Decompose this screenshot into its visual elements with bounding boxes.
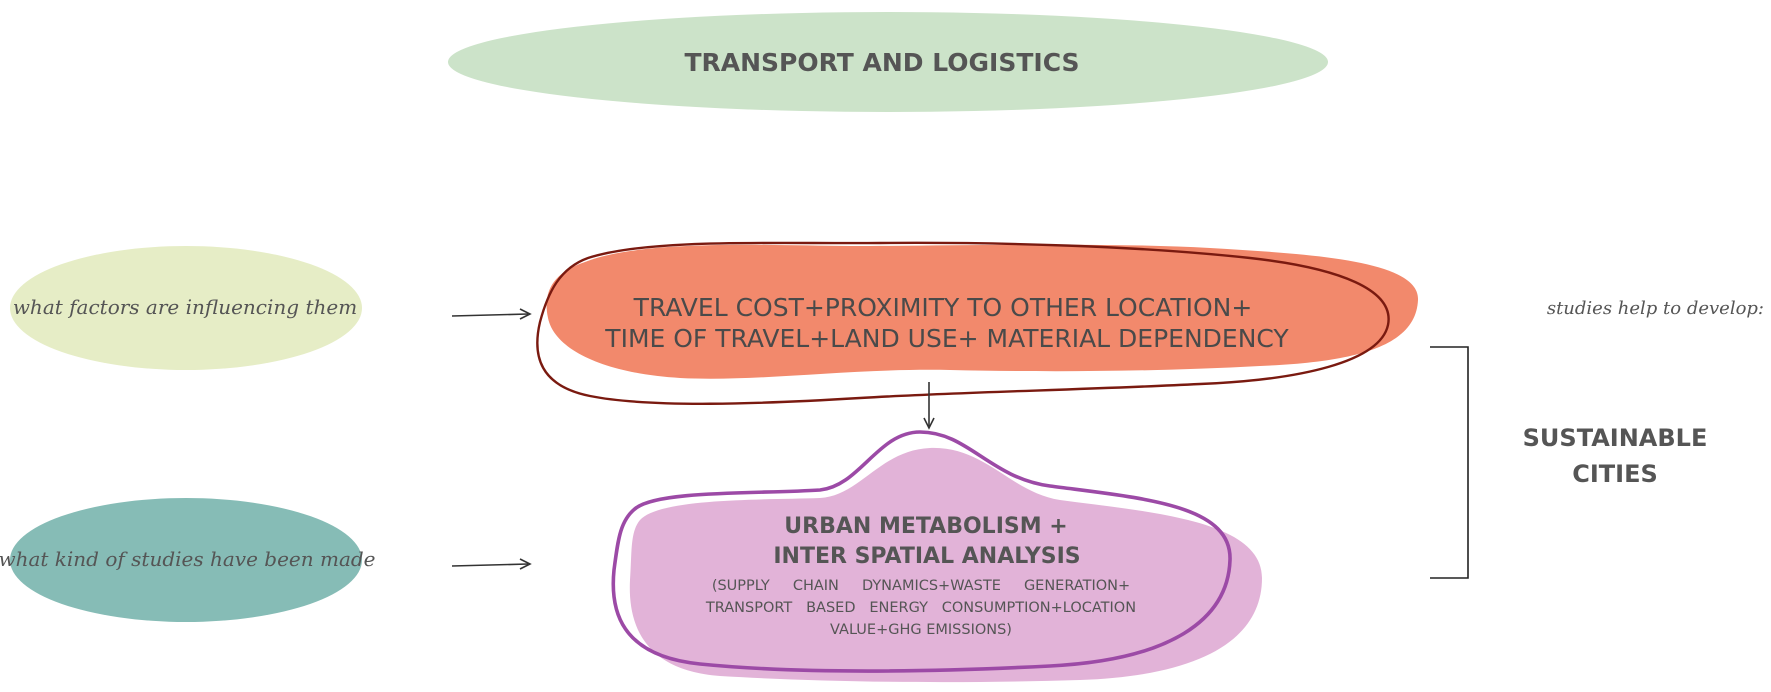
studies-question-label: what kind of studies have been made <box>0 547 376 571</box>
outcome-line1: SUSTAINABLE <box>1523 424 1708 452</box>
title-node: TRANSPORT AND LOGISTICS <box>448 12 1328 112</box>
studies-detail3: VALUE+GHG EMISSIONS) <box>830 622 1012 638</box>
outcome-node: SUSTAINABLE CITIES <box>1523 424 1708 488</box>
studies-question-node: what kind of studies have been made <box>0 498 376 622</box>
outcome-line2: CITIES <box>1572 460 1658 488</box>
studies-detail1: (SUPPLY CHAIN DYNAMICS+WASTE GENERATION+ <box>712 578 1130 594</box>
factors-line2: TIME OF TRAVEL+LAND USE+ MATERIAL DEPEND… <box>604 324 1289 353</box>
factors-question-ellipse <box>10 246 362 370</box>
bracket <box>1430 346 1469 579</box>
studies-node: URBAN METABOLISM + INTER SPATIAL ANALYSI… <box>611 430 1262 683</box>
studies-question-ellipse <box>10 498 362 622</box>
studies-arrow <box>451 558 532 570</box>
factors-arrow <box>451 308 532 320</box>
factors-outline <box>536 241 1390 405</box>
studies-detail2: TRANSPORT BASED ENERGY CONSUMPTION+LOCAT… <box>705 600 1136 616</box>
factors-blob <box>546 244 1419 379</box>
factors-node: TRAVEL COST+PROXIMITY TO OTHER LOCATION+… <box>536 241 1419 405</box>
down-arrow <box>923 382 935 430</box>
factors-question-label: what factors are influencing them <box>13 295 357 319</box>
title-label: TRANSPORT AND LOGISTICS <box>684 48 1079 77</box>
studies-line2: INTER SPATIAL ANALYSIS <box>773 544 1080 569</box>
studies-outline <box>611 430 1232 673</box>
title-ellipse <box>448 12 1328 112</box>
studies-blob <box>629 447 1262 683</box>
studies-line1: URBAN METABOLISM + <box>784 514 1067 539</box>
factors-question-node: what factors are influencing them <box>10 246 362 370</box>
factors-line1: TRAVEL COST+PROXIMITY TO OTHER LOCATION+ <box>633 293 1253 322</box>
right-note: studies help to develop: <box>1547 298 1764 319</box>
